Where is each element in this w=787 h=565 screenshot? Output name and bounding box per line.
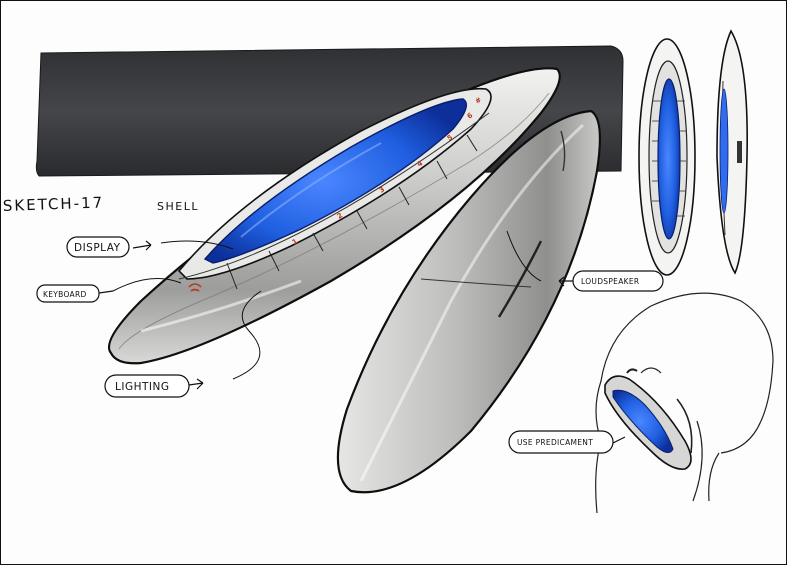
callout-lighting: LIGHTING <box>104 290 262 398</box>
earpiece-in-use <box>604 368 693 470</box>
callout-display: DISPLAY <box>66 236 234 258</box>
callout-keyboard: KEYBOARD <box>36 278 182 303</box>
key-2[interactable]: 2 <box>336 211 345 220</box>
key-6[interactable]: 6 <box>466 111 475 120</box>
svg-text:KEYBOARD: KEYBOARD <box>43 290 87 299</box>
key-5[interactable]: 5 <box>446 133 455 142</box>
svg-text:LIGHTING: LIGHTING <box>115 381 169 393</box>
key-hash[interactable]: # <box>474 96 483 106</box>
callout-use-predicament: USE PREDICAMENT <box>508 430 626 454</box>
svg-text:USE PREDICAMENT: USE PREDICAMENT <box>517 438 593 447</box>
callout-loudspeaker: LOUDSPEAKER <box>506 230 664 292</box>
blue-display <box>203 98 467 264</box>
phone-icon <box>188 283 202 292</box>
shell-label: SHELL <box>157 200 199 213</box>
side-view-front <box>638 38 696 276</box>
sketch-title: SKETCH-17 <box>3 193 105 215</box>
main-device: 1 2 3 4 5 6 # <box>107 67 561 365</box>
key-1[interactable]: 1 <box>291 237 300 246</box>
key-3[interactable]: 3 <box>378 185 387 194</box>
svg-text:DISPLAY: DISPLAY <box>74 242 121 254</box>
back-shell <box>336 109 601 494</box>
side-view-profile <box>716 29 748 275</box>
key-4[interactable]: 4 <box>416 159 425 168</box>
svg-text:LOUDSPEAKER: LOUDSPEAKER <box>581 277 639 286</box>
